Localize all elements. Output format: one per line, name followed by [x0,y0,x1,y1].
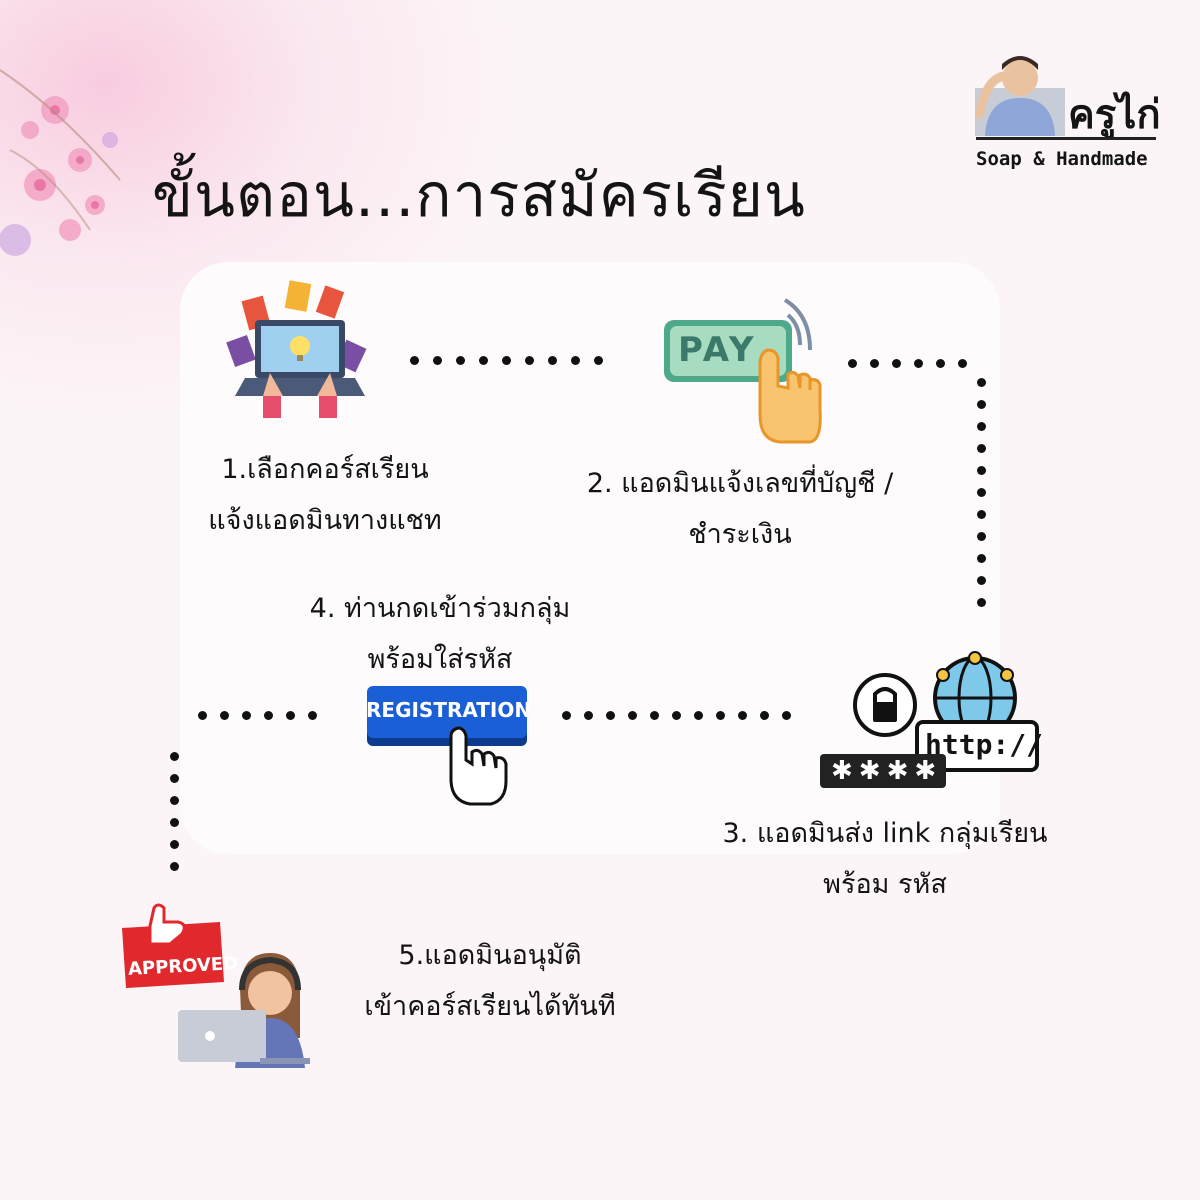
password-text: ✱✱✱✱ [831,756,943,786]
step-3-line-1: 3. แอดมินส่ง link กลุ่มเรียน [722,818,1048,849]
pay-hand-icon [664,298,822,444]
step-5-line-1: 5.แอดมินอนุมัติ [398,940,582,971]
step-4-line-2: พร้อมใส่รหัส [367,644,513,675]
url-text: http:// [925,728,1044,761]
approved-person-icon [122,903,310,1068]
step-4-line-1: 4. ท่านกดเข้าร่วมกลุ่ม [309,593,571,624]
link-password-icon: http:// ✱✱✱✱ [815,650,1045,790]
step-5-line-2: เข้าคอร์สเรียนได้ทันที [364,991,616,1022]
step-5-label: 5.แอดมินอนุมัติ เข้าคอร์สเรียนได้ทันที [325,930,655,1032]
teacher-avatar [975,56,1065,136]
step-3-line-2: พร้อม รหัส [823,869,947,900]
registration-icon: REGISTRATION [366,686,531,806]
flower-decoration-icon [0,69,121,256]
step-2-label: 2. แอดมินแจ้งเลขที่บัญชี / ชำระเงิน [555,458,925,560]
logo-name: ครูไก่ [1068,92,1161,138]
registration-button-text: REGISTRATION [366,698,532,722]
step-2-line-1: 2. แอดมินแจ้งเลขที่บัญชี / [586,468,894,499]
step-1-label: 1.เลือกคอร์สเรียน แจ้งแอดมินทางแชท [160,444,490,546]
logo-subtitle: Soap & Handmade [976,148,1148,170]
approved-icon: APPROVED [110,898,310,1068]
step-3-label: 3. แอดมินส่ง link กลุ่มเรียน พร้อม รหัส [690,808,1080,910]
logo-divider [976,137,1156,140]
pay-button-text: PAY [678,330,757,370]
pay-icon: PAY [660,290,830,450]
step-4-label: 4. ท่านกดเข้าร่วมกลุ่ม พร้อมใส่รหัส [270,583,610,685]
page-title: ขั้นตอน...การสมัครเรียน [152,161,806,231]
globe-lock-icon [820,651,1039,788]
laptop-books-icon [226,280,367,418]
step-2-line-2: ชำระเงิน [688,519,792,550]
pointer-hand-icon [367,686,527,806]
step-1-line-1: 1.เลือกคอร์สเรียน [221,454,429,485]
step-1-line-2: แจ้งแอดมินทางแชท [208,505,442,536]
